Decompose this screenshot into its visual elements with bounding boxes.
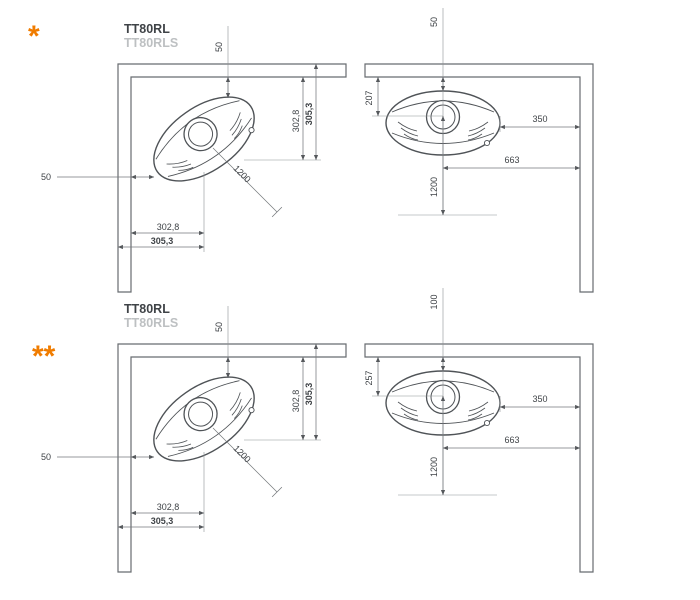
- dim-label-side-clearance: 350: [532, 114, 547, 124]
- dim-label-bottom-distance-a: 302,8: [157, 222, 180, 232]
- dim-label-side-clearance: 350: [532, 394, 547, 404]
- dim-label-side-to-center: 663: [504, 435, 519, 445]
- dim-label-center-distance-a: 302,8: [291, 390, 301, 413]
- dim-label-top-clearance: 50: [214, 322, 224, 332]
- dim-label-back-clearance: 50: [429, 17, 439, 27]
- model-label-tt80rls: TT80RLS: [124, 36, 178, 50]
- dim-label-bottom-distance-b: 305,3: [151, 236, 174, 246]
- dim-label-center-distance-a: 302,8: [291, 110, 301, 133]
- dim-label-front-clearance: 1200: [232, 163, 253, 184]
- dim-label-front-clearance: 1200: [429, 177, 439, 197]
- corner-installation-view: 50 302,8 305,3 1200 50 302,8 305,3: [41, 306, 347, 573]
- dim-label-center-distance-b: 305,3: [304, 103, 314, 126]
- straight-walls: [364, 63, 594, 293]
- dimension-line: [212, 147, 278, 213]
- dim-label-back-clearance: 100: [429, 294, 439, 309]
- footnote-mark-single: *: [28, 20, 40, 53]
- corner-walls: [117, 63, 347, 293]
- dim-label-left-clearance: 50: [41, 452, 51, 462]
- dim-label-bottom-distance-b: 305,3: [151, 516, 174, 526]
- wall-installation-view: 50 207 350 663 1200: [364, 8, 594, 293]
- dimension-end-tick: [271, 206, 283, 218]
- installation-set-2: TT80RL TT80RLS 50 302,8 305,3 1200 50 30…: [41, 288, 594, 573]
- straight-walls: [364, 343, 594, 573]
- model-label-tt80rls: TT80RLS: [124, 316, 178, 330]
- dim-label-left-clearance: 50: [41, 172, 51, 182]
- corner-installation-view: 50 302,8 305,3 1200 50 302,8 305,3: [41, 26, 347, 293]
- dim-label-front-clearance: 1200: [429, 457, 439, 477]
- dim-label-top-clearance: 50: [214, 42, 224, 52]
- dim-label-center-distance-b: 305,3: [304, 383, 314, 406]
- model-label-tt80rl: TT80RL: [124, 302, 170, 316]
- dim-label-wall-to-center: 207: [364, 90, 374, 105]
- dim-label-side-to-center: 663: [504, 155, 519, 165]
- footnote-mark-double: **: [32, 340, 56, 373]
- installation-set-1: TT80RL TT80RLS 50 302,8 305,3 1200 50: [41, 8, 594, 293]
- corner-walls: [117, 343, 347, 573]
- model-label-tt80rl: TT80RL: [124, 22, 170, 36]
- dimension-line: [212, 427, 278, 493]
- dim-label-bottom-distance-a: 302,8: [157, 502, 180, 512]
- wall-installation-view: 100 257 350 663 1200: [364, 288, 594, 573]
- dim-label-wall-to-center: 257: [364, 370, 374, 385]
- dimension-end-tick: [271, 486, 283, 498]
- dim-label-front-clearance: 1200: [232, 443, 253, 464]
